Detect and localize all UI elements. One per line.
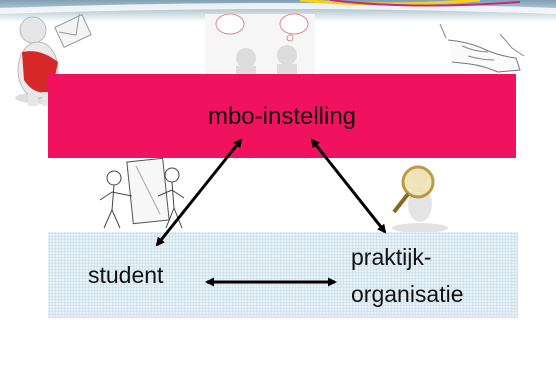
top-decoration-band: [0, 0, 556, 22]
mbo-instelling-box: [48, 74, 516, 158]
bottom-panel: [48, 232, 518, 318]
praktijk-label-line1: praktijk-: [351, 244, 432, 270]
student-label: student: [88, 262, 164, 288]
praktijk-label-line2: organisatie: [351, 281, 464, 307]
mbo-instelling-label: mbo-instelling: [207, 103, 357, 130]
